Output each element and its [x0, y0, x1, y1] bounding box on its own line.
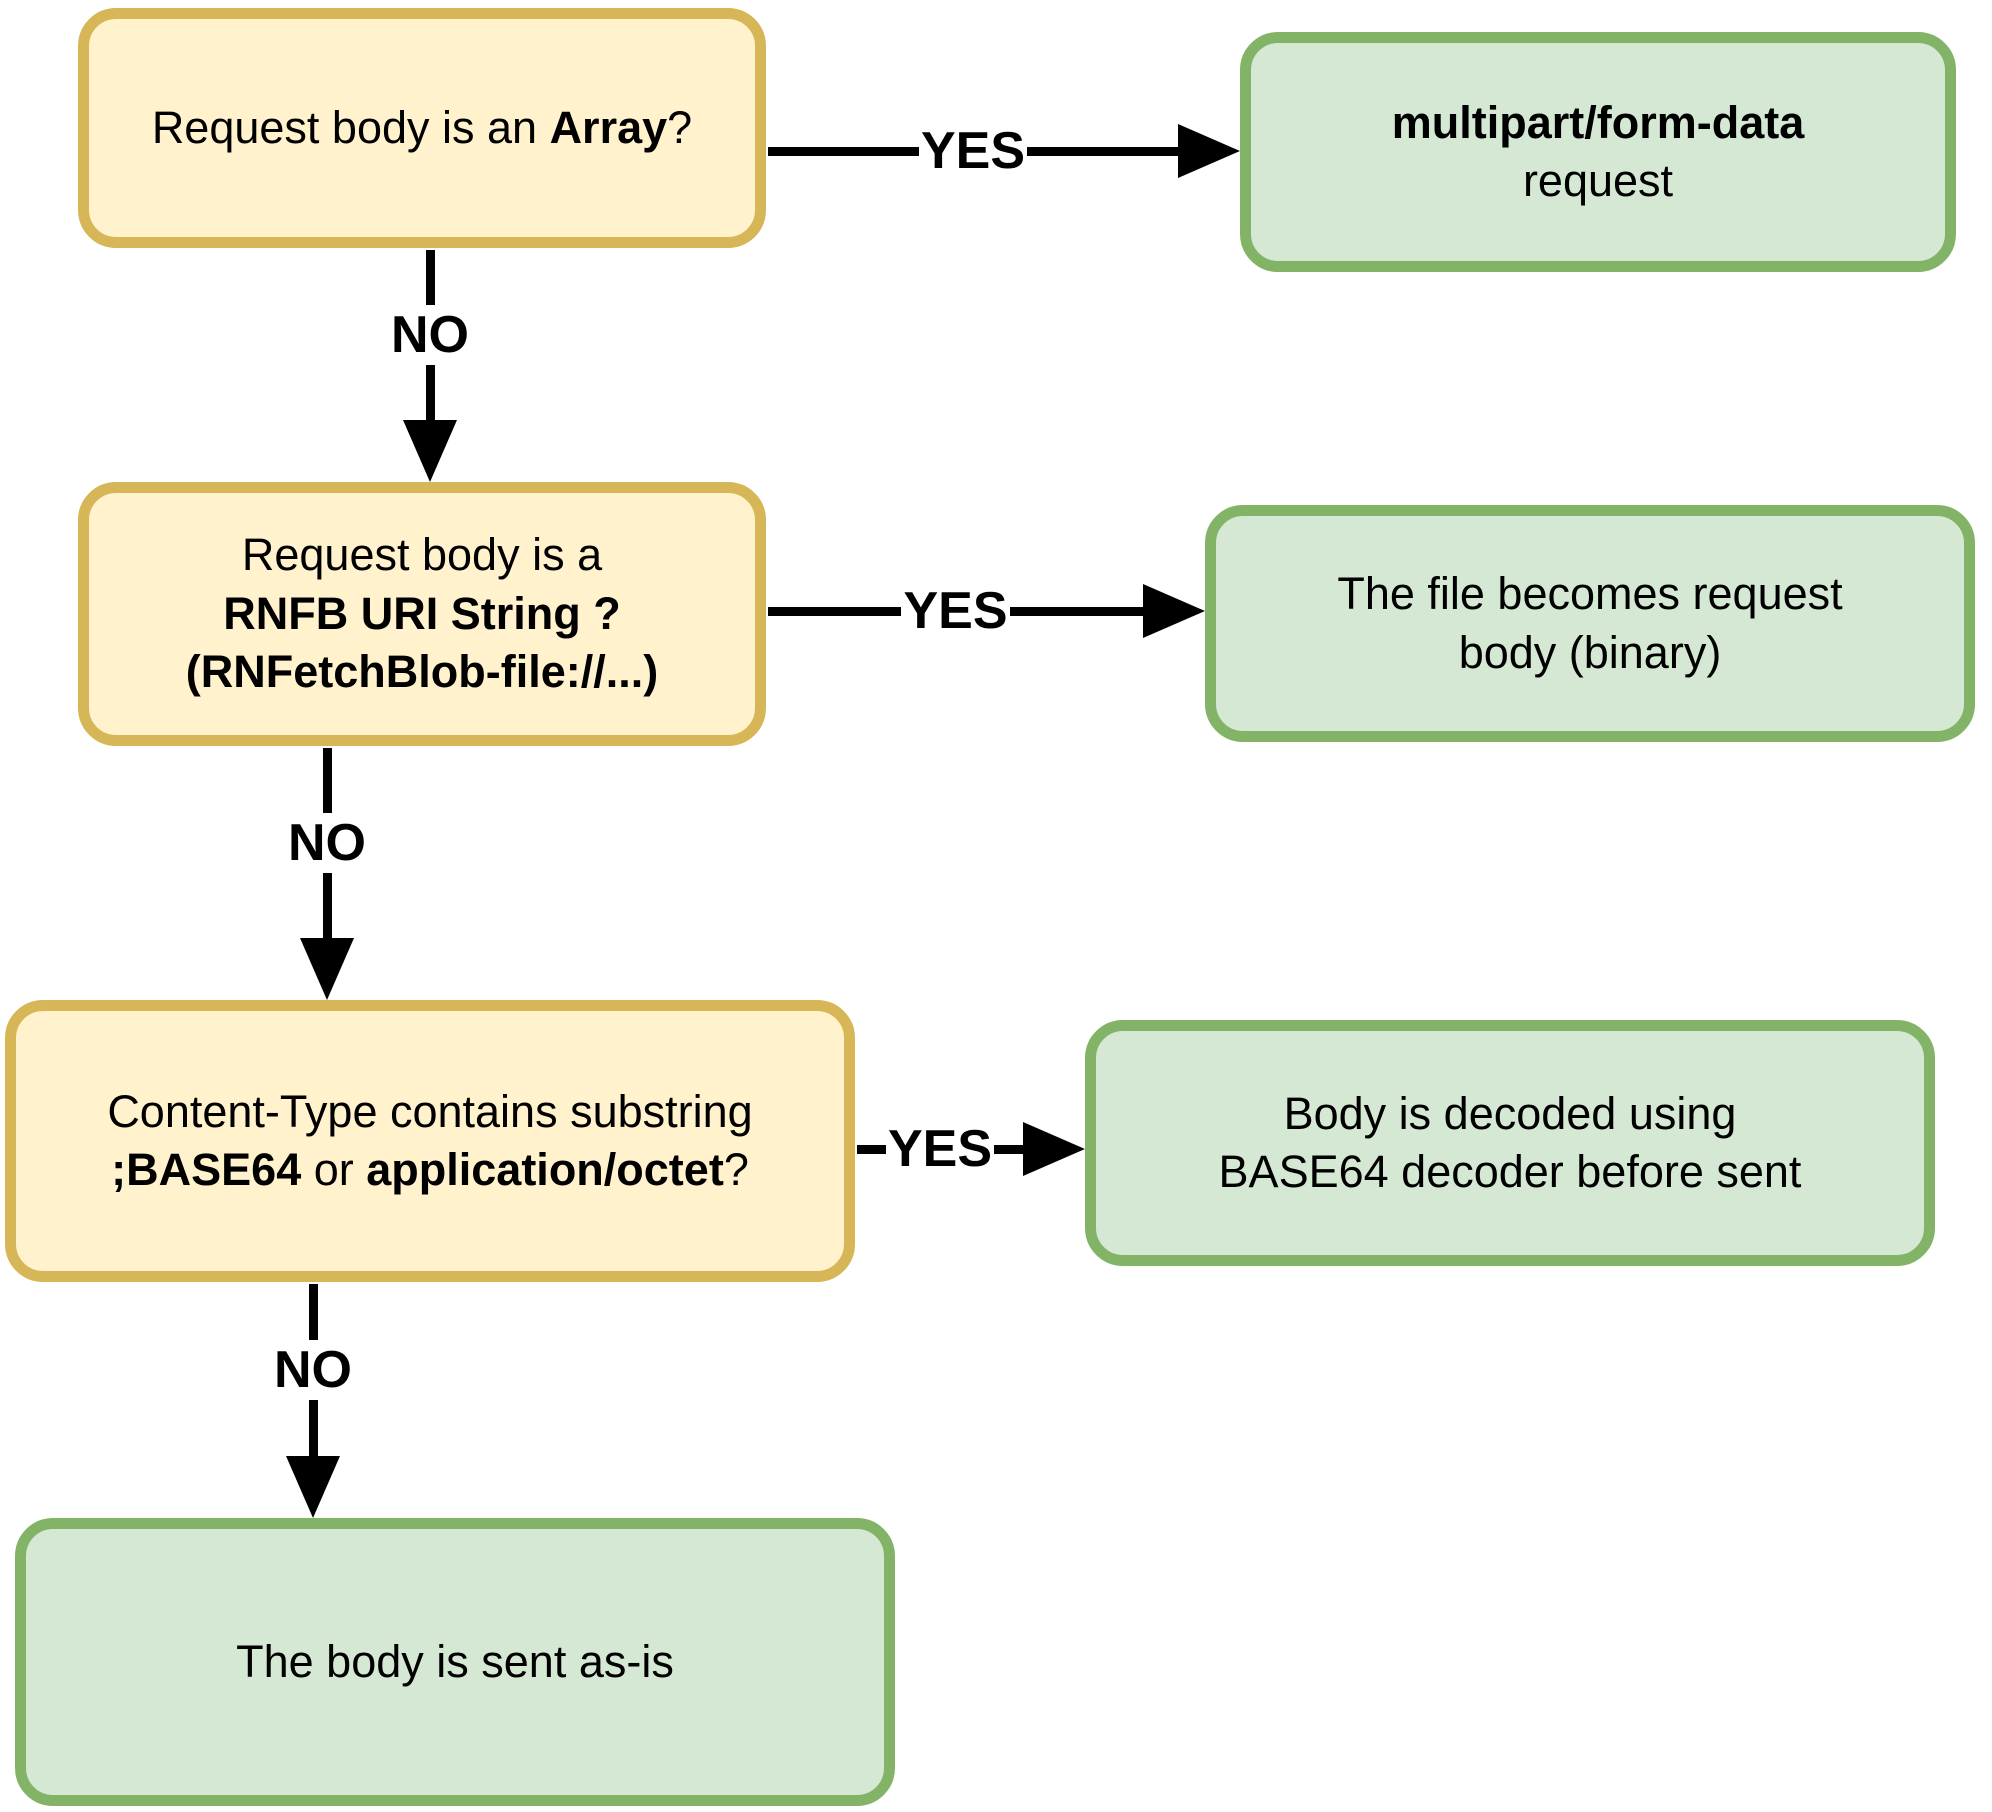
yes-label-3: YES — [887, 1120, 993, 1178]
arrow-line — [322, 873, 332, 938]
decision-content-type-text-part: or — [301, 1144, 367, 1195]
decision-array-text-part: Request body is an — [151, 101, 550, 153]
decision-content-type-line2: ;BASE64 or application/octet? — [111, 1141, 749, 1200]
arrow-line — [768, 146, 919, 156]
arrowhead-down-icon — [403, 420, 457, 482]
arrowhead-down-icon — [286, 1456, 340, 1518]
result-as-is-text: The body is sent as-is — [236, 1635, 674, 1687]
decision-rnfb-line2: RNFB URI String ? — [223, 587, 621, 639]
result-file-body-line1: The file becomes request — [1337, 568, 1843, 619]
arrow-line — [857, 1144, 886, 1154]
no-arrow-2: NO — [262, 748, 392, 1000]
arrowhead-right-icon — [1023, 1122, 1085, 1176]
decision-array-text: Request body is an Array? — [152, 99, 692, 158]
decision-content-type-bold-octet: application/octet — [366, 1144, 724, 1195]
no-label-2: NO — [288, 814, 366, 872]
decision-content-type-line1: Content-Type contains substring — [107, 1085, 753, 1137]
yes-arrow-3: YES — [857, 1120, 1085, 1178]
no-label-1: NO — [391, 306, 469, 364]
result-multipart-line2: request — [1522, 155, 1674, 206]
arrow-line — [308, 1284, 318, 1340]
no-arrow-3: NO — [248, 1284, 378, 1518]
yes-arrow-2: YES — [768, 582, 1205, 640]
arrowhead-down-icon — [300, 938, 354, 1000]
arrow-line — [322, 748, 332, 813]
result-base64-line2: BASE64 decoder before sent — [1218, 1146, 1802, 1197]
result-multipart-form-data: multipart/form-data request — [1240, 32, 1956, 272]
decision-rnfb-uri-string: Request body is a RNFB URI String ? (RNF… — [78, 482, 766, 746]
decision-array-text-bold: Array — [549, 101, 668, 153]
arrow-line — [425, 365, 435, 420]
arrow-line — [425, 250, 435, 305]
arrowhead-right-icon — [1178, 124, 1240, 178]
decision-rnfb-line1: Request body is a — [241, 529, 603, 581]
result-body-sent-as-is: The body is sent as-is — [15, 1518, 895, 1806]
yes-label-1: YES — [920, 122, 1026, 180]
decision-array-text-part: ? — [667, 101, 693, 153]
result-base64-decoded: Body is decoded using BASE64 decoder bef… — [1085, 1020, 1935, 1266]
result-base64-line1: Body is decoded using — [1283, 1087, 1737, 1139]
arrow-line — [1027, 146, 1178, 156]
yes-arrow-1: YES — [768, 122, 1240, 180]
result-file-becomes-body: The file becomes request body (binary) — [1205, 505, 1975, 742]
arrow-line — [768, 606, 902, 616]
decision-content-type-substring: Content-Type contains substring ;BASE64 … — [5, 1000, 855, 1282]
arrow-line — [308, 1400, 318, 1456]
arrow-line — [994, 1144, 1023, 1154]
arrowhead-right-icon — [1143, 584, 1205, 638]
decision-content-type-text-part: ? — [723, 1144, 749, 1195]
decision-content-type-bold-base64: ;BASE64 — [111, 1144, 302, 1195]
decision-request-body-array: Request body is an Array? — [78, 8, 766, 248]
no-label-3: NO — [274, 1341, 352, 1399]
no-arrow-1: NO — [365, 250, 495, 482]
arrow-line — [1009, 606, 1143, 616]
result-multipart-line1: multipart/form-data — [1391, 96, 1805, 148]
decision-rnfb-line3: (RNFetchBlob-file://...) — [185, 646, 659, 698]
yes-label-2: YES — [903, 582, 1008, 640]
result-file-body-line2: body (binary) — [1458, 626, 1722, 678]
